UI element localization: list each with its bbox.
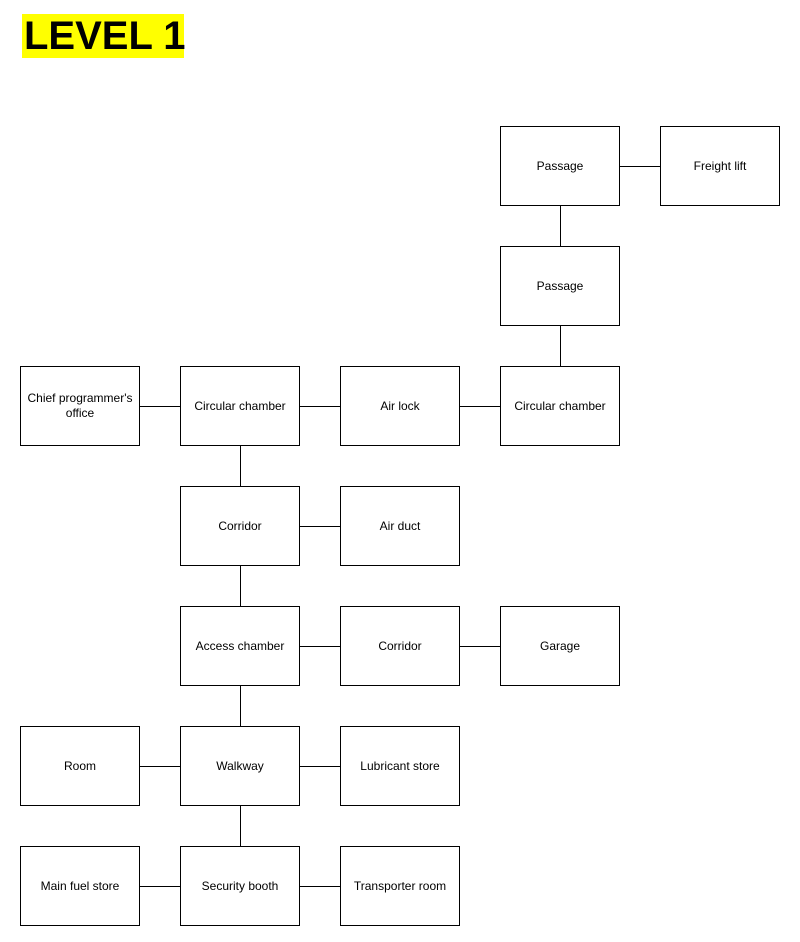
room-air-lock: Air lock xyxy=(340,366,460,446)
room-main-fuel-store: Main fuel store xyxy=(20,846,140,926)
room-corridor-south: Corridor xyxy=(340,606,460,686)
room-corridor-north: Corridor xyxy=(180,486,300,566)
room-freight-lift: Freight lift xyxy=(660,126,780,206)
room-security-booth: Security booth xyxy=(180,846,300,926)
room-circular-chamber-east: Circular chamber xyxy=(500,366,620,446)
room-room: Room xyxy=(20,726,140,806)
room-lubricant-store: Lubricant store xyxy=(340,726,460,806)
room-access-chamber: Access chamber xyxy=(180,606,300,686)
room-garage: Garage xyxy=(500,606,620,686)
room-walkway: Walkway xyxy=(180,726,300,806)
room-chief-programmers-office: Chief programmer's office xyxy=(20,366,140,446)
room-circular-chamber-west: Circular chamber xyxy=(180,366,300,446)
level-title: LEVEL 1 xyxy=(22,14,186,58)
room-passage-mid: Passage xyxy=(500,246,620,326)
room-transporter-room: Transporter room xyxy=(340,846,460,926)
room-air-duct: Air duct xyxy=(340,486,460,566)
room-passage-top: Passage xyxy=(500,126,620,206)
